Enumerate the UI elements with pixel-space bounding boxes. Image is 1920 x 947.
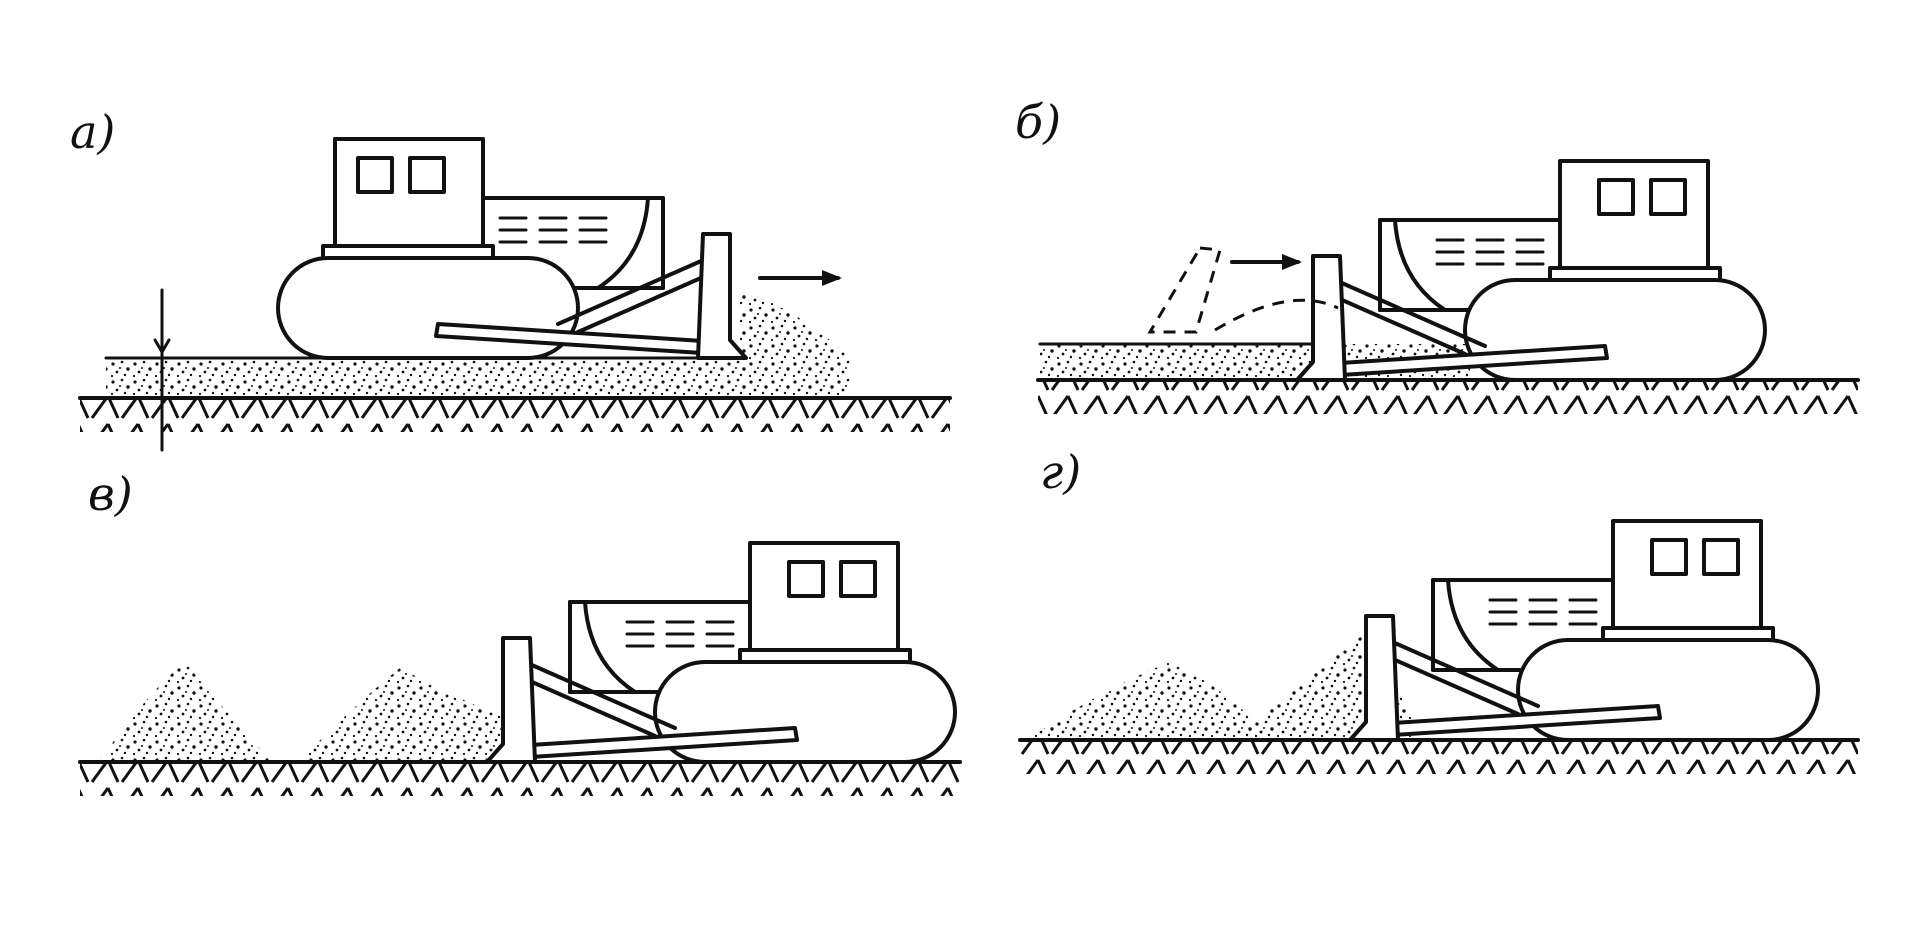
bulldozer-v — [485, 541, 957, 764]
bulldozer-g — [1348, 519, 1820, 742]
panel-label-v: в) — [88, 467, 133, 521]
ground-hatch — [80, 398, 950, 432]
blade-ghost-position — [1147, 246, 1339, 334]
panel-a: а) — [70, 105, 952, 452]
depth-arrow-icon — [153, 338, 171, 355]
bulldozer-a — [276, 137, 748, 360]
soil-layer — [106, 358, 850, 398]
ground-hatch — [1038, 380, 1858, 414]
direction-arrow-icon — [1230, 254, 1302, 270]
panel-label-g: г) — [1040, 445, 1081, 499]
soil-pile-1 — [100, 662, 270, 760]
ground-hatch — [80, 762, 960, 796]
soil-pile-a — [740, 290, 850, 358]
direction-arrow-icon — [758, 270, 842, 286]
panel-label-a: а) — [70, 105, 115, 159]
soil-pile-2 — [300, 668, 540, 760]
panel-b: б) — [1015, 95, 1860, 414]
panel-v: в) — [78, 467, 962, 796]
soil-pile-1 — [1030, 662, 1270, 738]
panel-g: г) — [1018, 445, 1860, 774]
ground-hatch — [1020, 740, 1858, 774]
panel-label-b: б) — [1015, 95, 1061, 149]
